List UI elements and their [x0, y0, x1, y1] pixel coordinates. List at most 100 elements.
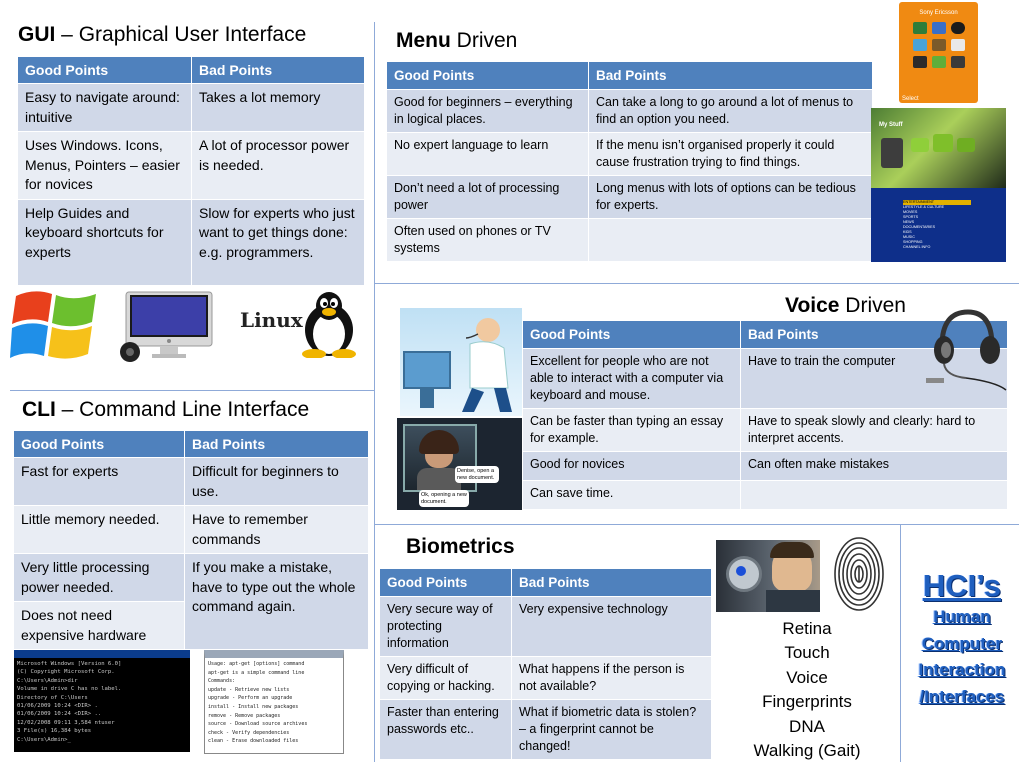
menu-good-4: Often used on phones or TV systems: [386, 218, 589, 262]
voice-title: Voice Driven: [785, 293, 906, 319]
phone-icon: Sony Ericsson Select: [899, 2, 978, 103]
voice-header-bad: Bad Points: [740, 320, 1008, 349]
terminal2-line: remove - Remove packages: [208, 712, 281, 719]
voice-good-3: Good for novices: [522, 451, 741, 481]
bio-bad-3: What if biometric data is stolen? – a fi…: [511, 699, 712, 760]
bio-header-bad: Bad Points: [511, 568, 712, 597]
terminal2-line: apt-get is a simple command line: [208, 669, 305, 676]
cli-header-bad: Bad Points: [184, 430, 369, 458]
hci-title: HCI’s: [922, 568, 1002, 603]
hci-line: Human: [933, 607, 991, 626]
voice-bubble-2: Ok, opening a new document.: [419, 490, 469, 507]
cli-good-1: Fast for experts: [13, 457, 185, 506]
cli-terminal2-screenshot: Usage: apt-get [options] command apt-get…: [204, 650, 344, 754]
bio-bad-1: Very expensive technology: [511, 596, 712, 657]
voice-good-2: Can be faster than typing an essay for e…: [522, 408, 741, 452]
voice-avatar-image: Denise, open a new document. Ok, opening…: [397, 418, 522, 510]
voice-bubble-1: Denise, open a new document.: [455, 466, 499, 483]
menu-good-1: Good for beginners – everything in logic…: [386, 89, 589, 133]
gui-header-bad: Bad Points: [191, 56, 365, 84]
terminal2-line: clean - Erase downloaded files: [208, 738, 299, 745]
phone-brand: Sony Ericsson: [919, 10, 958, 16]
gui-good-2: Uses Windows. Icons, Menus, Pointers – e…: [17, 131, 192, 200]
bio-list: Retina Touch Voice Fingerprints DNA Walk…: [722, 617, 892, 763]
tv-item: KIDS: [903, 230, 912, 234]
bio-good-2: Very difficult of copying or hacking.: [379, 656, 512, 700]
menu-header-bad: Bad Points: [588, 61, 873, 90]
gui-good-1: Easy to navigate around: intuitive: [17, 83, 192, 132]
bio-header-good: Good Points: [379, 568, 512, 597]
tv-item: SPORTS: [903, 215, 919, 219]
tv-item: LIFESTYLE & CULTURE: [903, 205, 945, 209]
terminal2-line: Commands:: [208, 678, 236, 685]
tv-item: CHANNEL INFO: [903, 245, 931, 249]
hci-line: Computer: [921, 633, 1003, 653]
cli-title-rest: – Command Line Interface: [55, 398, 310, 421]
cli-bad-1: Difficult for beginners to use.: [184, 457, 369, 506]
bio-good-3: Faster than entering passwords etc..: [379, 699, 512, 760]
menu-header-good: Good Points: [386, 61, 589, 90]
voice-bad-2: Have to speak slowly and clearly: hard t…: [740, 408, 1008, 452]
voice-bad-3: Can often make mistakes: [740, 451, 1008, 481]
menu-bad-1: Can take a long to go around a lot of me…: [588, 89, 873, 133]
bio-bad-2: What happens if the person is not availa…: [511, 656, 712, 700]
tv-menu-label: My Stuff: [879, 122, 903, 128]
gui-good-3: Help Guides and keyboard shortcuts for e…: [17, 198, 192, 286]
headset-icon: [926, 306, 1008, 392]
voice-title-bold: Voice: [785, 294, 840, 317]
terminal2-line: check - Verify dependencies: [208, 729, 290, 736]
terminal-line: 01/06/2009 10:24 <DIR> .: [17, 703, 98, 710]
terminal-line: C:\Users\Admin>dir: [17, 677, 78, 684]
cli-bad-2: Have to remember commands: [184, 505, 369, 554]
terminal-line: Directory of C:\Users: [17, 694, 88, 701]
divider-gui-cli: [10, 390, 374, 391]
divider-vertical-main: [374, 22, 375, 762]
terminal-line: Microsoft Windows [Version 6.0]: [17, 661, 122, 667]
menu-good-2: No expert language to learn: [386, 132, 589, 176]
terminal-line: 3 File(s) 16,384 bytes: [17, 728, 92, 735]
bio-list-item: Fingerprints: [762, 692, 852, 712]
terminal-line: Volume in drive C has no label.: [17, 686, 122, 693]
terminal2-line: upgrade - Perform an upgrade: [208, 695, 293, 702]
bio-list-item: Walking (Gait): [753, 741, 861, 761]
voice-bad-4: [740, 480, 1008, 510]
voice-title-rest: Driven: [839, 294, 906, 317]
tv-guide-icon: ENTERTAINMENT LIFESTYLE & CULTURE MOVIES…: [871, 188, 1006, 262]
gui-title: GUI – Graphical User Interface: [18, 22, 306, 48]
bio-list-item: Voice: [786, 667, 828, 687]
divider-vertical-hci: [900, 524, 901, 762]
linux-logo-text: Linux: [240, 308, 303, 332]
menu-good-3: Don’t need a lot of processing power: [386, 175, 589, 219]
linux-tux-icon: [296, 290, 362, 358]
cli-terminal-screenshot: Microsoft Windows [Version 6.0] (C) Copy…: [14, 650, 190, 752]
menu-title-rest: Driven: [450, 29, 518, 52]
bio-list-item: Touch: [784, 643, 830, 663]
voice-good-4: Can save time.: [522, 480, 741, 510]
gui-title-bold: GUI: [18, 23, 56, 46]
terminal-line: (C) Copyright Microsoft Corp.: [17, 669, 115, 676]
divider-voice-bio: [374, 524, 1019, 525]
voice-header-good: Good Points: [522, 320, 741, 349]
tv-item: ENTERTAINMENT: [903, 200, 971, 205]
cli-good-4: Does not need expensive hardware: [13, 601, 185, 650]
menu-bad-2: If the menu isn’t organised properly it …: [588, 132, 873, 176]
tv-item: DOCUMENTARIES: [903, 225, 936, 229]
cli-header-good: Good Points: [13, 430, 185, 458]
hci-title-block: HCI’s Human Computer Interaction /Interf…: [904, 568, 1020, 710]
fingerprint-icon: [832, 534, 886, 612]
bio-list-item: DNA: [789, 716, 825, 736]
hci-line: /Interfaces: [919, 686, 1005, 706]
windows-logo-icon: [10, 286, 100, 364]
tv-item: NEWS: [903, 220, 915, 224]
terminal-line: C:\Users\Admin>_: [17, 736, 71, 743]
voice-user-image: [400, 308, 522, 416]
cli-title-bold: CLI: [22, 398, 56, 421]
tv-item: SHOPPING: [903, 240, 923, 244]
bio-title: Biometrics: [406, 535, 515, 558]
bio-list-item: Retina: [782, 619, 832, 638]
hci-line: Interaction: [918, 660, 1006, 679]
bio-good-1: Very secure way of protecting informatio…: [379, 596, 512, 657]
